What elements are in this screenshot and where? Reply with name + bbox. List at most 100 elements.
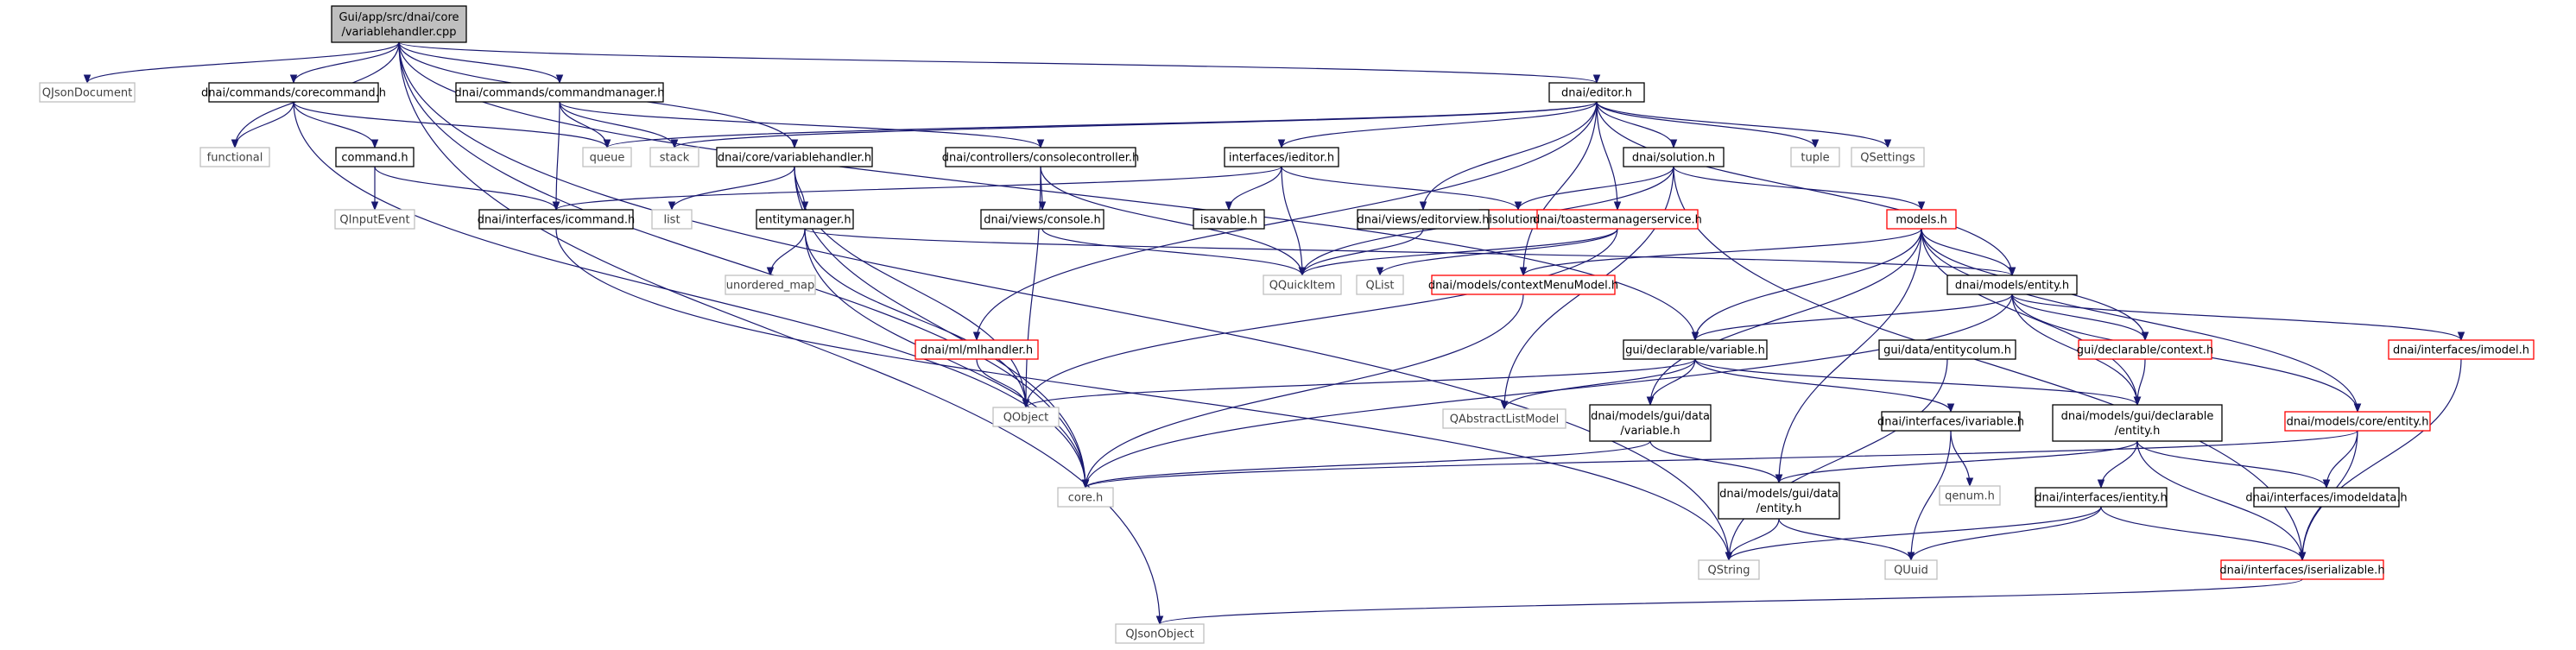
edge-toastermanager-to-qlist (1376, 228, 1618, 277)
node-ientity[interactable]: dnai/interfaces/ientity.h (2035, 487, 2168, 508)
node-modelsh[interactable]: models.h (1886, 209, 1957, 230)
edge-entitymanager-to-qobject (804, 228, 1030, 409)
node-solution[interactable]: dnai/solution.h (1623, 147, 1725, 167)
node-guicontext[interactable]: gui/declarable/context.h (2077, 339, 2213, 360)
node-solution-box (1623, 147, 1725, 167)
node-guideclentity-box (2052, 404, 2223, 442)
node-modelsentity[interactable]: dnai/models/entity.h (1946, 275, 2078, 295)
node-functional: functional (199, 147, 270, 167)
node-icommand[interactable]: dnai/interfaces/icommand.h (478, 209, 635, 230)
node-console-label: dnai/views/console.h (984, 214, 1101, 227)
edge-solution-to-iserializable (1673, 166, 2307, 562)
node-list-label: list (663, 214, 680, 227)
node-qsettings-label: QSettings (1860, 152, 1915, 165)
node-qsettings-box (1851, 147, 1925, 167)
node-toastermanager-box (1536, 209, 1699, 230)
node-toastermanager[interactable]: dnai/toastermanagerservice.h (1533, 209, 1702, 230)
node-modelsh-label: models.h (1896, 214, 1947, 227)
node-guidatavariable[interactable]: dnai/models/gui/data/variable.h (1589, 404, 1712, 442)
node-qinputevent-box (334, 209, 415, 230)
edge-ientity-to-qstring (1725, 506, 2102, 562)
node-imodel-box (2388, 339, 2535, 360)
node-qlist: QList (1356, 275, 1404, 295)
edge-modelsentity-to-guicontext (2011, 293, 2149, 342)
node-qabstractlistmodel-label: QAbstractListModel (1450, 413, 1560, 426)
node-editor[interactable]: dnai/editor.h (1548, 82, 1645, 103)
node-unordered_map-box (725, 275, 816, 295)
node-variablehandler[interactable]: dnai/core/variablehandler.h (716, 147, 873, 167)
node-root-label: Gui/app/src/dnai/core (339, 11, 459, 24)
node-entitycolum-box (1878, 339, 2016, 360)
node-contextmenumodel[interactable]: dnai/models/contextMenuModel.h (1428, 275, 1618, 295)
node-guivariable[interactable]: gui/declarable/variable.h (1623, 339, 1768, 360)
edge-editor-to-stack (671, 101, 1598, 149)
node-root[interactable]: Gui/app/src/dnai/core/variablehandler.cp… (331, 5, 467, 43)
node-stack-box (649, 147, 699, 167)
node-guivariable-box (1623, 339, 1768, 360)
node-coreentity[interactable]: dnai/models/core/entity.h (2284, 411, 2431, 432)
node-contextmenumodel-box (1431, 275, 1616, 295)
node-qstring-label: QString (1707, 565, 1750, 577)
node-guideclentity-label: /entity.h (2115, 425, 2161, 438)
node-mlhandler[interactable]: dnai/ml/mlhandler.h (915, 339, 1039, 360)
node-guidataentity[interactable]: dnai/models/gui/data/entity.h (1718, 482, 1840, 520)
node-root-box (331, 5, 467, 43)
node-iserializable[interactable]: dnai/interfaces/iserializable.h (2219, 559, 2385, 580)
node-console[interactable]: dnai/views/console.h (980, 209, 1104, 230)
node-entitymanager-box (756, 209, 854, 230)
node-iserializable-box (2220, 559, 2384, 580)
node-editorview[interactable]: dnai/views/editorview.h (1357, 209, 1490, 230)
edge-commandmanager-to-queue (559, 101, 611, 149)
node-qlist-box (1356, 275, 1404, 295)
edge-corecommand-to-commandh (293, 101, 379, 149)
edge-editor-to-editorview (1419, 101, 1598, 211)
dependency-edges (83, 41, 2465, 626)
node-commandh-box (335, 147, 415, 167)
edge-root-to-qjsonobject (398, 41, 1164, 626)
edge-ieditor-to-icommand (553, 166, 1282, 211)
node-consolecontroller[interactable]: dnai/controllers/consolecontroller.h (942, 147, 1140, 167)
node-imodel[interactable]: dnai/interfaces/imodel.h (2388, 339, 2535, 360)
node-ieditor[interactable]: interfaces/ieditor.h (1224, 147, 1339, 167)
node-corecommand-box (208, 82, 379, 103)
edge-modelsh-to-modelsentity (1921, 228, 2016, 277)
node-qquickitem: QQuickItem (1263, 275, 1342, 295)
edge-guidatavariable-to-coreh (1081, 440, 1651, 489)
node-ivariable-box (1881, 411, 2021, 432)
node-qjsondocument-box (39, 82, 136, 103)
node-corecommand[interactable]: dnai/commands/corecommand.h (201, 82, 386, 103)
node-quuid-label: QUuid (1894, 565, 1928, 577)
node-list: list (651, 209, 693, 230)
node-imodeldata[interactable]: dnai/interfaces/imodeldata.h (2245, 487, 2408, 508)
node-commandmanager[interactable]: dnai/commands/commandmanager.h (455, 82, 665, 103)
node-tuple-label: tuple (1801, 152, 1829, 165)
edge-iserializable-to-qjsonobject (1156, 578, 2303, 626)
node-entitymanager[interactable]: entitymanager.h (756, 209, 854, 230)
node-ivariable[interactable]: dnai/interfaces/ivariable.h (1877, 411, 2024, 432)
node-entitycolum[interactable]: gui/data/entitycolum.h (1878, 339, 2016, 360)
node-qjsondocument: QJsonDocument (39, 82, 136, 103)
node-qinputevent-label: QInputEvent (339, 214, 409, 227)
edge-editor-to-mlhandler (972, 101, 1598, 342)
node-qabstractlistmodel-box (1442, 408, 1566, 429)
node-corecommand-label: dnai/commands/corecommand.h (201, 87, 386, 100)
node-solution-label: dnai/solution.h (1632, 152, 1715, 165)
node-qenum-box (1939, 485, 2001, 506)
node-imodel-label: dnai/interfaces/imodel.h (2393, 344, 2529, 357)
edge-root-to-editor (398, 41, 1600, 85)
edge-editor-to-tuple (1596, 101, 1820, 149)
node-commandmanager-label: dnai/commands/commandmanager.h (455, 87, 665, 100)
node-imodeldata-label: dnai/interfaces/imodeldata.h (2245, 492, 2407, 505)
edge-editorview-to-qquickitem (1298, 228, 1424, 277)
node-modelsh-box (1886, 209, 1957, 230)
edge-coreentity-to-imodeldata (2322, 430, 2358, 489)
node-entitycolum-label: gui/data/entitycolum.h (1883, 344, 2011, 357)
edge-modelsh-to-guideclentity (1921, 228, 2142, 407)
node-commandh[interactable]: command.h (335, 147, 415, 167)
node-guideclentity[interactable]: dnai/models/gui/declarable/entity.h (2052, 404, 2223, 442)
node-functional-label: functional (207, 152, 263, 165)
node-coreentity-box (2284, 411, 2431, 432)
node-isavable[interactable]: isavable.h (1193, 209, 1265, 230)
node-isavable-label: isavable.h (1200, 214, 1257, 227)
edge-imodel-to-iserializable (2298, 358, 2462, 562)
